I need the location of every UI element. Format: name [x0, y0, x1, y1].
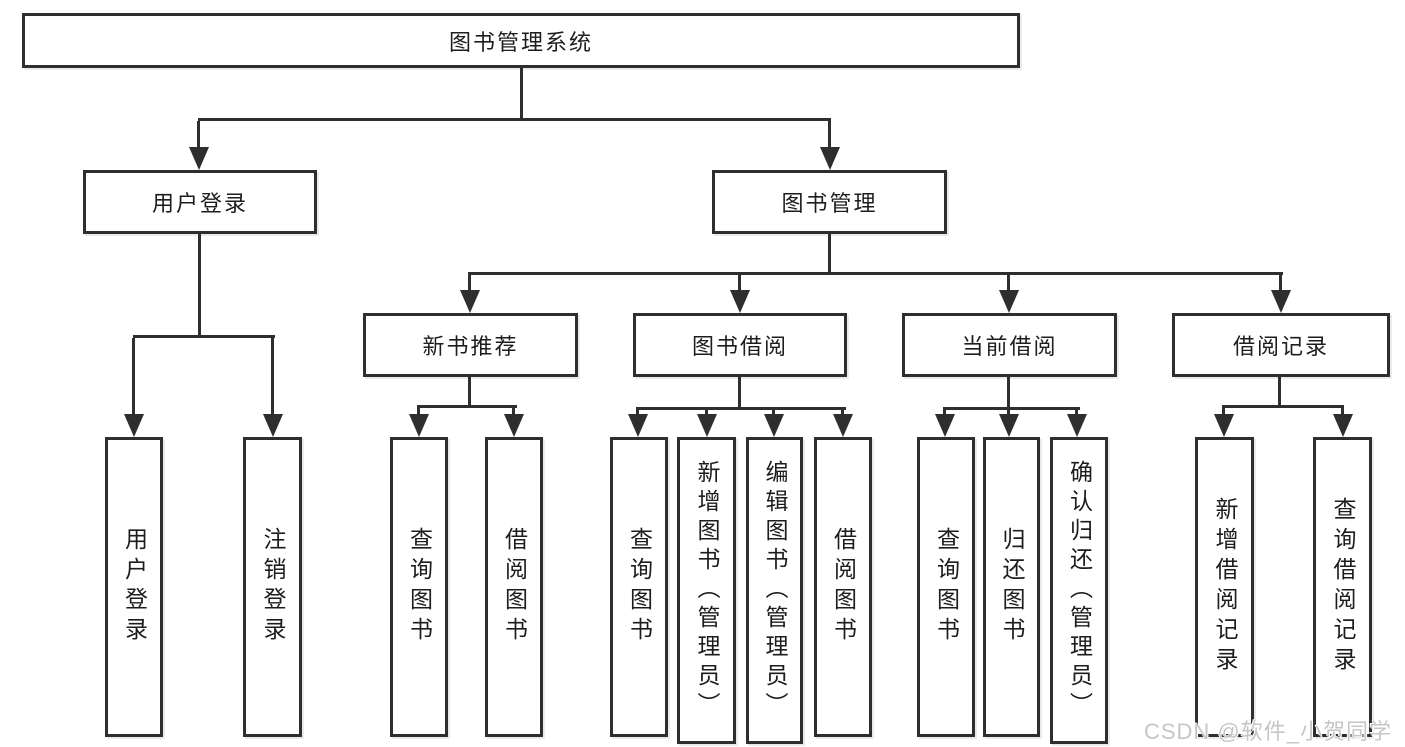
connector-new-book-horizontal — [417, 405, 517, 408]
arrowhead-book-management — [820, 147, 840, 170]
leaf-user-login-label: 用户登录 — [121, 527, 148, 647]
arrowhead-leaf-add-book — [697, 414, 717, 437]
connector-book-borrowing-stem — [738, 377, 741, 410]
leaf-add-borrow-record-label: 新增借阅记录 — [1212, 497, 1238, 677]
arrowhead-leaf-query-newbook — [409, 414, 429, 437]
leaf-return-books-label: 归还图书 — [999, 527, 1025, 647]
leaf-logout-label: 注销登录 — [260, 527, 286, 647]
arrowhead-leaf-query-record — [1333, 414, 1353, 437]
arrowhead-leaf-query-borrow — [628, 414, 648, 437]
arrowhead-leaf-user-login — [124, 414, 144, 437]
connector-to-current-borrowing — [1007, 275, 1010, 291]
leaf-edit-book-admin-label: 编辑图书（管理员） — [762, 460, 788, 721]
connector-user-login-stem — [198, 234, 201, 338]
arrowhead-user-login — [189, 147, 209, 170]
connector-book-borrowing-horizontal — [636, 407, 846, 410]
arrowhead-leaf-edit-book — [764, 414, 784, 437]
arrowhead-current-borrowing — [999, 290, 1019, 313]
leaf-edit-book-admin: 编辑图书（管理员） — [746, 437, 803, 744]
leaf-query-books-borrow: 查询图书 — [610, 437, 668, 737]
arrowhead-borrowing-records — [1271, 290, 1291, 313]
connector-to-book-management — [828, 121, 831, 149]
connector-to-new-book — [468, 275, 471, 291]
connector-to-leaf-return-books — [1007, 410, 1010, 416]
node-current-borrowing: 当前借阅 — [902, 313, 1117, 377]
connector-to-leaf-add-record — [1222, 408, 1225, 416]
connector-to-leaf-query-record — [1341, 408, 1344, 416]
leaf-query-books-current-label: 查询图书 — [933, 527, 960, 647]
arrowhead-leaf-query-current — [935, 414, 955, 437]
connector-root-horizontal — [198, 118, 831, 121]
leaf-user-login: 用户登录 — [105, 437, 163, 737]
connector-to-book-borrowing — [738, 275, 741, 291]
leaf-confirm-return-admin: 确认归还（管理员） — [1050, 437, 1108, 744]
leaf-borrow-books-borrow: 借阅图书 — [814, 437, 872, 737]
node-book-borrowing-label: 图书借阅 — [691, 334, 788, 359]
connector-to-leaf-borrow-newbook — [512, 408, 515, 416]
leaf-query-borrow-record-label: 查询借阅记录 — [1330, 497, 1356, 677]
connector-to-leaf-query-borrow — [636, 410, 639, 416]
leaf-borrow-books-borrow-label: 借阅图书 — [830, 527, 857, 647]
node-book-management-label: 图书管理 — [781, 191, 878, 216]
leaf-query-borrow-record: 查询借阅记录 — [1313, 437, 1372, 737]
connector-to-borrowing-records — [1279, 275, 1282, 291]
leaf-query-books-current: 查询图书 — [917, 437, 975, 737]
connector-to-leaf-logout — [271, 338, 274, 416]
leaf-query-books-newbook: 查询图书 — [390, 437, 448, 737]
connector-to-leaf-borrow-borrow — [841, 410, 844, 416]
arrowhead-leaf-add-record — [1214, 414, 1234, 437]
connector-current-borrowing-stem — [1007, 377, 1010, 410]
connector-to-leaf-add-book — [705, 410, 708, 416]
leaf-confirm-return-admin-label: 确认归还（管理员） — [1066, 460, 1093, 721]
connector-book-management-horizontal — [468, 272, 1283, 275]
connector-current-borrowing-horizontal — [943, 407, 1080, 410]
leaf-query-books-borrow-label: 查询图书 — [626, 527, 653, 647]
leaf-logout: 注销登录 — [243, 437, 302, 737]
connector-borrowing-records-stem — [1278, 377, 1281, 408]
node-borrowing-records: 借阅记录 — [1172, 313, 1390, 377]
arrowhead-book-borrowing — [730, 290, 750, 313]
connector-to-user-login — [197, 121, 200, 149]
connector-new-book-stem — [468, 377, 471, 408]
node-user-login: 用户登录 — [83, 170, 317, 234]
leaf-add-book-admin-label: 新增图书（管理员） — [694, 460, 720, 721]
connector-book-management-stem — [828, 234, 831, 275]
node-borrowing-records-label: 借阅记录 — [1232, 334, 1329, 359]
leaf-borrow-books-newbook: 借阅图书 — [485, 437, 543, 737]
connector-borrowing-records-horizontal — [1222, 405, 1344, 408]
connector-user-login-horizontal — [133, 335, 275, 338]
connector-root-stem — [520, 68, 523, 118]
leaf-borrow-books-newbook-label: 借阅图书 — [501, 527, 528, 647]
leaf-query-books-newbook-label: 查询图书 — [406, 527, 433, 647]
node-library-management-system-label: 图书管理系统 — [448, 29, 593, 55]
arrowhead-leaf-borrow-borrow — [833, 414, 853, 437]
node-new-book-recommendation-label: 新书推荐 — [422, 334, 519, 359]
node-user-login-label: 用户登录 — [151, 191, 248, 216]
arrowhead-leaf-confirm-return — [1067, 414, 1087, 437]
node-book-management: 图书管理 — [712, 170, 947, 234]
connector-to-leaf-edit-book — [772, 410, 775, 416]
leaf-return-books: 归还图书 — [983, 437, 1040, 737]
connector-to-leaf-query-newbook — [417, 408, 420, 416]
arrowhead-leaf-return-books — [999, 414, 1019, 437]
connector-to-leaf-user-login — [132, 338, 135, 416]
leaf-add-book-admin: 新增图书（管理员） — [677, 437, 736, 744]
arrowhead-leaf-logout — [263, 414, 283, 437]
leaf-add-borrow-record: 新增借阅记录 — [1195, 437, 1254, 737]
node-book-borrowing: 图书借阅 — [633, 313, 847, 377]
connector-to-leaf-query-current — [943, 410, 946, 416]
node-current-borrowing-label: 当前借阅 — [961, 334, 1058, 359]
connector-to-leaf-confirm-return — [1075, 410, 1078, 416]
node-library-management-system: 图书管理系统 — [22, 13, 1020, 68]
watermark: CSDN @软件_小贺同学 — [1143, 719, 1392, 744]
arrowhead-leaf-borrow-newbook — [504, 414, 524, 437]
node-new-book-recommendation: 新书推荐 — [363, 313, 578, 377]
arrowhead-new-book — [460, 290, 480, 313]
